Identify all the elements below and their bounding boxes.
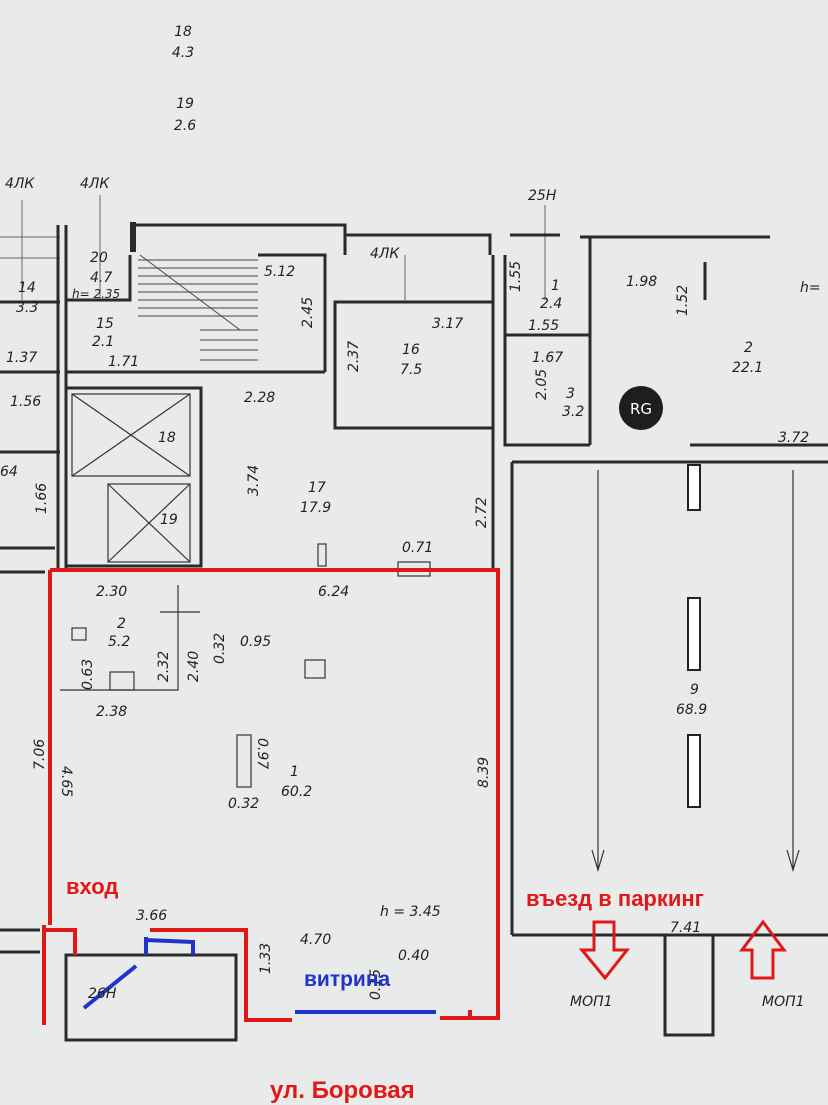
dim-2-72: 2.72 bbox=[474, 497, 490, 528]
vitrina-label: витрина bbox=[304, 968, 391, 991]
room-9-number: 9 bbox=[690, 682, 699, 698]
dim-5-12: 5.12 bbox=[264, 264, 295, 280]
room-19-number: 19 bbox=[160, 512, 178, 528]
staircase bbox=[138, 254, 258, 361]
dim-0-71: 0.71 bbox=[402, 540, 433, 556]
dim-1-71: 1.71 bbox=[108, 354, 139, 370]
street-label: ул. Боровая bbox=[270, 1077, 415, 1104]
dim-1-33: 1.33 bbox=[258, 943, 274, 974]
axis-label-25h: 25Н bbox=[528, 188, 557, 204]
dim-1-37: 1.37 bbox=[6, 350, 37, 366]
room-17-area: 17.9 bbox=[300, 500, 331, 516]
dim-4-70: 4.70 bbox=[300, 932, 331, 948]
room-19-top-area: 2.6 bbox=[174, 118, 196, 134]
dim-4-65: 4.65 bbox=[58, 766, 74, 797]
labels: 18 4.3 19 2.6 4ЛК 4ЛК 4ЛК 25Н 20 4.7 h= … bbox=[0, 24, 821, 1010]
dim-3-17: 3.17 bbox=[432, 316, 463, 332]
dim-2-30: 2.30 bbox=[96, 584, 127, 600]
dim-8-39: 8.39 bbox=[476, 757, 492, 788]
room-20-number: 20 bbox=[90, 250, 108, 266]
logo-text: RG bbox=[630, 400, 652, 418]
dim-0-95: 0.95 bbox=[240, 634, 271, 650]
room-3-number: 3 bbox=[566, 386, 575, 402]
room-1-top-number: 1 bbox=[551, 278, 560, 294]
dim-64: 64 bbox=[0, 464, 18, 480]
room-26h: 26Н bbox=[88, 986, 117, 1002]
room-17-number: 17 bbox=[308, 480, 326, 496]
dim-1-56: 1.56 bbox=[10, 394, 41, 410]
dim-1-98: 1.98 bbox=[626, 274, 657, 290]
dim-7-41: 7.41 bbox=[670, 920, 701, 936]
dim-0-32-a: 0.32 bbox=[212, 633, 228, 664]
dim-2-37: 2.37 bbox=[346, 341, 362, 372]
dim-2-28: 2.28 bbox=[244, 390, 275, 406]
dim-0-40: 0.40 bbox=[398, 948, 429, 964]
room-2-right-area: 22.1 bbox=[732, 360, 763, 376]
axis-lines bbox=[0, 195, 546, 300]
height-right: h= bbox=[800, 280, 821, 296]
room-18-number: 18 bbox=[158, 430, 176, 446]
dim-0-97: 0.97 bbox=[254, 738, 270, 769]
parking-arrows bbox=[578, 919, 787, 981]
annotations: вход витрина въезд в паркинг ул. Боровая bbox=[66, 874, 704, 1104]
dim-1-67: 1.67 bbox=[532, 350, 563, 366]
room-2-right-number: 2 bbox=[744, 340, 753, 356]
room-14-area: 3.3 bbox=[16, 300, 38, 316]
room-20-area: 4.7 bbox=[90, 270, 112, 286]
axis-label-4lk-c: 4ЛК bbox=[370, 246, 400, 262]
room-9-area: 68.9 bbox=[676, 702, 707, 718]
dim-7-06: 7.06 bbox=[32, 739, 48, 770]
room-16-area: 7.5 bbox=[400, 362, 422, 378]
rg-logo: RG bbox=[619, 386, 663, 430]
parking-entrance-label: въезд в паркинг bbox=[526, 886, 704, 911]
dim-0-63: 0.63 bbox=[80, 659, 96, 690]
room-1-number: 1 bbox=[290, 764, 299, 780]
room-2-number: 2 bbox=[117, 616, 126, 632]
room-2-area: 5.2 bbox=[108, 634, 130, 650]
room-16-number: 16 bbox=[402, 342, 420, 358]
premises-outline bbox=[42, 568, 500, 1025]
dim-3-74: 3.74 bbox=[246, 465, 262, 496]
dim-2-32: 2.32 bbox=[156, 651, 172, 682]
dim-1-66: 1.66 bbox=[34, 483, 50, 514]
height-3-45: h = 3.45 bbox=[380, 904, 441, 920]
room-1-area: 60.2 bbox=[281, 784, 312, 800]
room-18-top-number: 18 bbox=[174, 24, 192, 40]
dim-6-24: 6.24 bbox=[318, 584, 349, 600]
room-19-top-number: 19 bbox=[176, 96, 194, 112]
dim-2-38: 2.38 bbox=[96, 704, 127, 720]
axis-label-4lk-a: 4ЛК bbox=[5, 176, 35, 192]
dim-0-32-b: 0.32 bbox=[228, 796, 259, 812]
room-15-number: 15 bbox=[96, 316, 114, 332]
dim-1-55-b: 1.55 bbox=[528, 318, 559, 334]
room-3-area: 3.2 bbox=[562, 404, 584, 420]
room-20-height: h= 2.35 bbox=[72, 287, 120, 301]
mop1-left: МОП1 bbox=[570, 994, 613, 1010]
walls bbox=[0, 222, 828, 1042]
entrance-label: вход bbox=[66, 874, 118, 899]
room-18-top-area: 4.3 bbox=[172, 45, 194, 61]
dim-3-66: 3.66 bbox=[136, 908, 167, 924]
dim-0-15: 0.15 bbox=[368, 969, 384, 1000]
dim-2-05: 2.05 bbox=[534, 369, 550, 400]
dim-3-72: 3.72 bbox=[778, 430, 809, 446]
axis-label-4lk-b: 4ЛК bbox=[80, 176, 110, 192]
room-15-area: 2.1 bbox=[92, 334, 114, 350]
blue-marks bbox=[82, 937, 436, 1014]
mop1-right: МОП1 bbox=[762, 994, 805, 1010]
dim-2-45: 2.45 bbox=[300, 297, 316, 328]
dim-2-40: 2.40 bbox=[186, 651, 202, 682]
room-14-number: 14 bbox=[18, 280, 36, 296]
dim-1-52: 1.52 bbox=[675, 285, 691, 316]
dim-1-55-a: 1.55 bbox=[508, 261, 524, 292]
room-1-top-area: 2.4 bbox=[540, 296, 562, 312]
